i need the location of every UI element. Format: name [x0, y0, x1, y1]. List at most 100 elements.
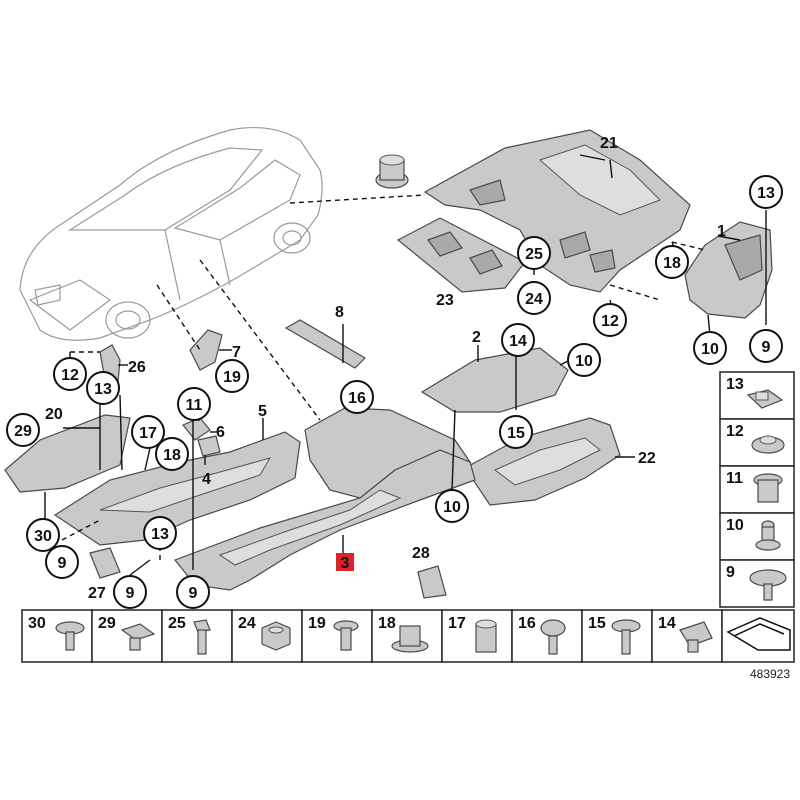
callout-13-right: 13 — [749, 175, 783, 209]
legend-icon-24-hex-nut — [261, 621, 291, 651]
svg-text:12: 12 — [61, 367, 79, 384]
svg-text:20: 20 — [45, 406, 63, 423]
legend-label-13: 13 — [726, 376, 744, 393]
callout-27: 27 — [88, 585, 106, 602]
legend-icon-10-rivet — [755, 520, 781, 551]
callout-24: 24 — [517, 281, 551, 315]
legend-icon-29-clip-nut — [120, 623, 156, 651]
legend-label-14: 14 — [658, 615, 676, 632]
svg-text:25: 25 — [525, 246, 543, 263]
legend-icon-19-rivet — [333, 620, 359, 651]
legend-label-19: 19 — [308, 615, 326, 632]
legend-label-18: 18 — [378, 615, 396, 632]
callout-13-bottom: 13 — [143, 516, 177, 550]
legend-label-9: 9 — [726, 564, 735, 581]
part-8-strip — [284, 319, 366, 369]
svg-text:2: 2 — [472, 329, 481, 346]
callout-10-mid: 10 — [567, 343, 601, 377]
legend-icon-15-screw — [611, 619, 641, 655]
callout-7: 7 — [232, 344, 241, 361]
svg-text:10: 10 — [701, 341, 719, 358]
legend-icon-12-washer-nut — [751, 435, 785, 454]
callout-17: 17 — [131, 415, 165, 449]
part-28-pad — [417, 565, 447, 599]
legend-icon-16-screw — [540, 619, 566, 655]
svg-text:9: 9 — [189, 585, 198, 602]
callout-12-right: 12 — [593, 303, 627, 337]
legend-label-30: 30 — [28, 615, 46, 632]
svg-text:9: 9 — [126, 585, 135, 602]
callout-15: 15 — [499, 415, 533, 449]
svg-text:4: 4 — [202, 471, 211, 488]
svg-text:18: 18 — [663, 255, 681, 272]
svg-text:28: 28 — [412, 545, 430, 562]
callout-10-right: 10 — [693, 331, 727, 365]
callout-9-left: 9 — [45, 545, 79, 579]
legend-icon-11-expanding-nut — [753, 473, 783, 503]
callout-19: 19 — [215, 359, 249, 393]
part-3-underbody-panel — [174, 407, 476, 591]
leader-lines — [44, 154, 767, 576]
part-7-bracket — [189, 329, 223, 371]
svg-text:3: 3 — [341, 555, 350, 572]
svg-text:14: 14 — [509, 333, 527, 350]
legend-icon-30-screw — [55, 621, 85, 651]
callout-30: 30 — [26, 518, 60, 552]
svg-text:10: 10 — [443, 499, 461, 516]
legend-label-29: 29 — [98, 615, 116, 632]
svg-text:18: 18 — [163, 447, 181, 464]
callout-9-mid: 9 — [113, 575, 147, 609]
legend-label-16: 16 — [518, 615, 536, 632]
callout-22: 22 — [638, 450, 656, 467]
legend-icon-14-push-clip — [679, 621, 713, 653]
callout-29: 29 — [6, 413, 40, 447]
legend-icon-arrow-panel — [726, 617, 791, 651]
legend-label-15: 15 — [588, 615, 606, 632]
svg-text:6: 6 — [216, 424, 225, 441]
svg-text:9: 9 — [762, 339, 771, 356]
svg-text:24: 24 — [525, 291, 543, 308]
part-nut-top — [375, 154, 409, 189]
part-23-bracket-panel — [396, 217, 526, 293]
callout-16: 16 — [340, 380, 374, 414]
callout-4: 4 — [202, 471, 211, 488]
svg-text:13: 13 — [151, 526, 169, 543]
callout-21: 21 — [600, 135, 618, 152]
svg-text:16: 16 — [348, 390, 366, 407]
callout-9-right: 9 — [749, 329, 783, 363]
svg-text:26: 26 — [128, 359, 146, 376]
svg-text:30: 30 — [34, 528, 52, 545]
legend-icon-18-flange-nut — [391, 625, 429, 653]
svg-text:9: 9 — [58, 555, 67, 572]
callout-2: 2 — [472, 329, 481, 346]
part-21-underbody-panel — [423, 129, 691, 293]
callout-26: 26 — [128, 359, 146, 376]
callout-9-bottom: 9 — [176, 575, 210, 609]
legend-label-17: 17 — [448, 615, 466, 632]
part-1-wheel-arch-liner — [684, 221, 773, 319]
svg-text:29: 29 — [14, 423, 32, 440]
legend-label-25: 25 — [168, 615, 186, 632]
callout-5: 5 — [258, 403, 267, 420]
svg-text:13: 13 — [94, 381, 112, 398]
callout-14: 14 — [501, 323, 535, 357]
callout-8: 8 — [335, 304, 344, 321]
legend-icon-25-bolt — [193, 619, 211, 655]
part-22-heat-shield — [464, 417, 621, 506]
part-4-clip — [197, 435, 221, 457]
svg-text:8: 8 — [335, 304, 344, 321]
svg-text:1: 1 — [717, 223, 726, 240]
callout-10-bottom: 10 — [435, 489, 469, 523]
svg-text:27: 27 — [88, 585, 106, 602]
part-2-cover — [420, 347, 569, 413]
svg-text:19: 19 — [223, 369, 241, 386]
callout-25: 25 — [517, 236, 551, 270]
callout-13-left: 13 — [86, 371, 120, 405]
svg-text:12: 12 — [601, 313, 619, 330]
part-20-side-panel — [4, 414, 131, 493]
callout-12-left: 12 — [53, 357, 87, 391]
svg-text:23: 23 — [436, 292, 454, 309]
callout-6: 6 — [216, 424, 225, 441]
legend-label-12: 12 — [726, 423, 744, 440]
